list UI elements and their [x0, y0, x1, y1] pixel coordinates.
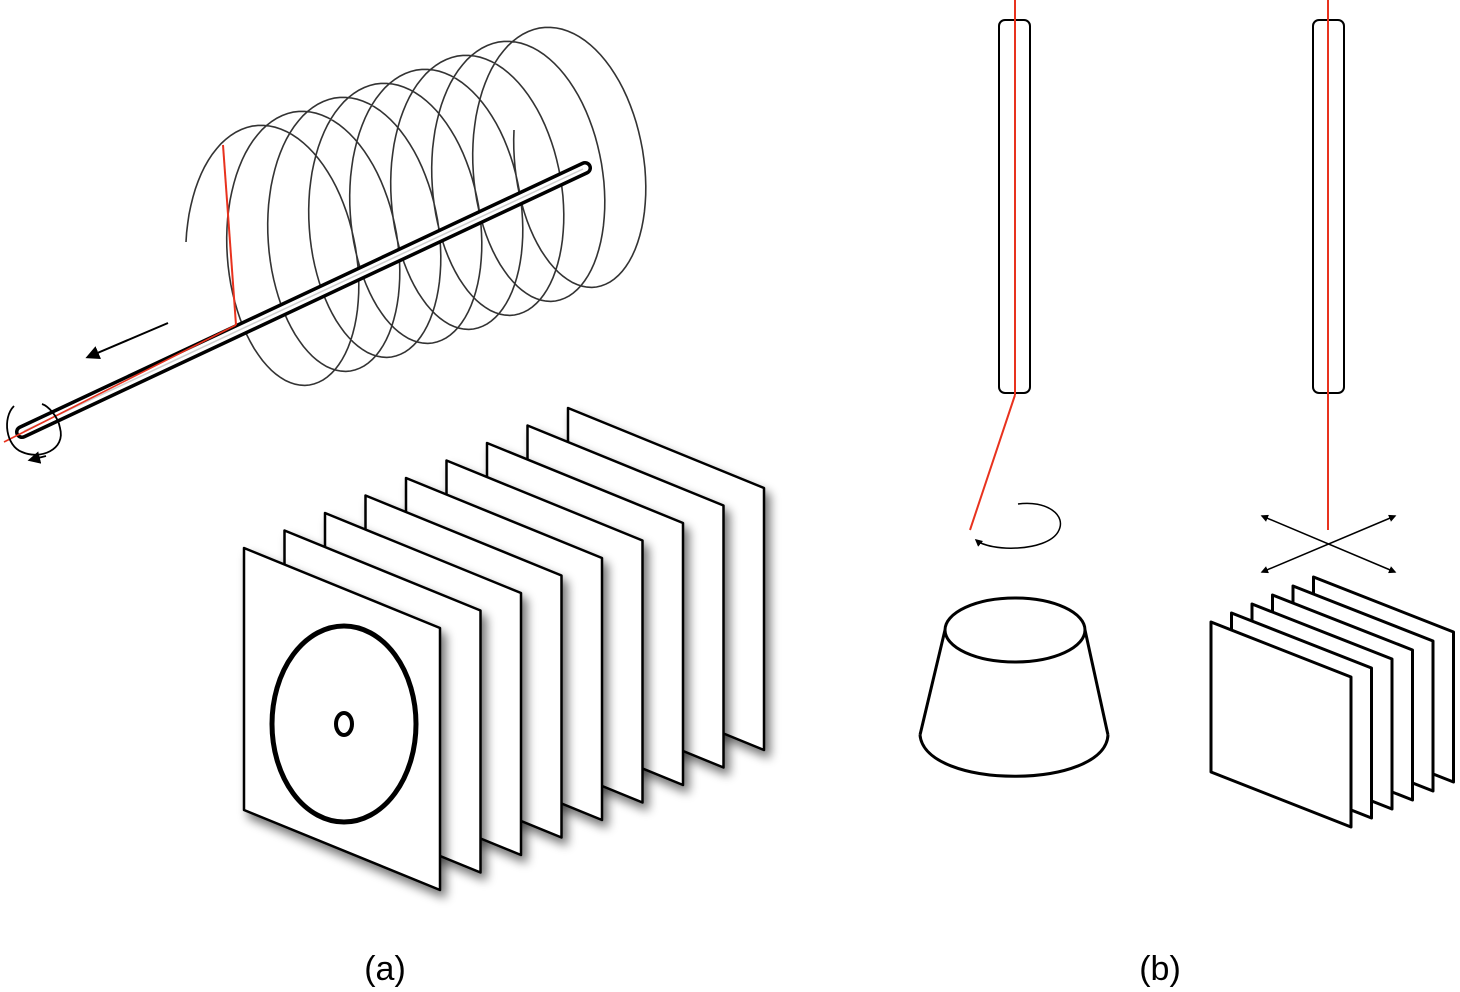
- helix-curve: [185, 26, 647, 387]
- circular-arrow-icon: [974, 502, 1061, 549]
- rotating-rod: [15, 161, 592, 439]
- slice-sheet: [1209, 620, 1353, 829]
- panel-label-b: (b): [1139, 950, 1181, 988]
- beam-line-a: [3, 144, 237, 443]
- panel-label-a: (a): [364, 950, 406, 988]
- beam-line-left: [969, 0, 1016, 531]
- circular-arrow-icon: [6, 403, 62, 456]
- panel-a: (a): [3, 26, 766, 988]
- cone-shape: [918, 596, 1110, 778]
- crossed-double-arrow-icon: [1260, 514, 1397, 574]
- slice-stack-b: [1209, 575, 1455, 829]
- inner-ring: [334, 711, 354, 737]
- helix-scan-path: [185, 26, 647, 387]
- slice-sheet: [242, 546, 442, 892]
- slice-stack-a: [242, 406, 766, 892]
- rotation-arrow-head: [27, 451, 47, 464]
- panel-b: (b): [918, 0, 1455, 988]
- arrow-left-icon: [85, 322, 169, 360]
- outer-ring: [269, 623, 419, 825]
